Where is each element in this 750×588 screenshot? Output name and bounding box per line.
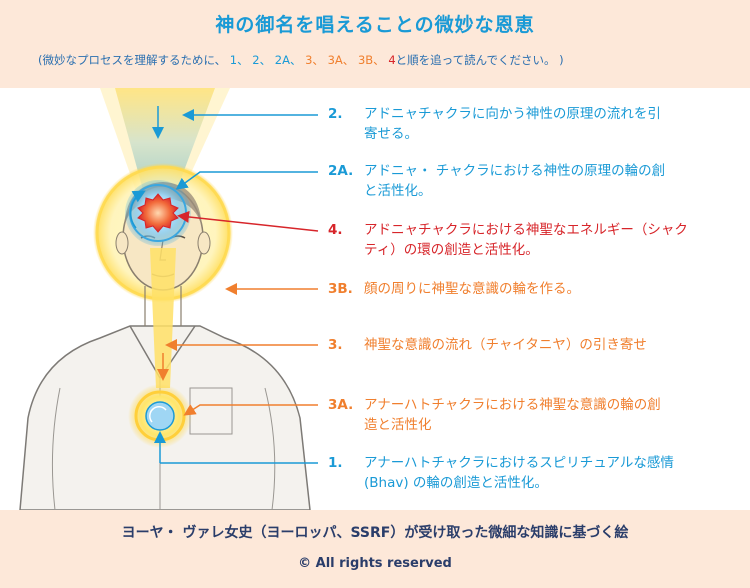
order-step-3b: 3B、: [357, 53, 385, 67]
neck: [144, 286, 182, 326]
label-step-4: 4.アドニャチャクラにおける神聖なエネルギー（シャク ティ）の環の創造と活性化。: [328, 222, 688, 258]
shakti-ring: [137, 193, 179, 233]
label-step-3: 3.神聖な意識の流れ（チャイタニヤ）の引き寄せ: [328, 337, 647, 353]
order-step-3a: 3A、: [327, 53, 355, 67]
anahat-rotation-icon: [149, 406, 167, 423]
label-step-3b: 3B.顔の周りに神聖な意識の輪を作る。: [328, 281, 580, 297]
order-step-4: 4: [388, 53, 396, 67]
leader-2a: [175, 171, 318, 190]
reading-order-note: (微妙なプロセスを理解するために、 1、 2、 2A、 3、 3A、 3B、 4…: [38, 52, 728, 68]
subtitle-close: と順を追って読んでください。 ): [395, 53, 564, 67]
chakra-illustration: [19, 88, 319, 510]
subtitle-open: (微妙なプロセスを理解するために、: [38, 53, 227, 67]
right-ear: [197, 231, 211, 255]
consciousness-flow: [150, 248, 176, 388]
header-band: [0, 0, 750, 88]
left-ear: [115, 231, 129, 255]
illustration-credit: ヨーヤ・ ヴァレ女史（ヨーロッパ、SSRF）が受け取った微細な知識に基づく絵: [121, 525, 629, 541]
label-step-2: 2.アドニャチャクラに向かう神性の原理の流れを引 寄せる。: [328, 106, 661, 142]
order-step-2a: 2A、: [274, 53, 302, 67]
left-arm-line: [51, 387, 61, 510]
copyright-notice: © All rights reserved: [298, 556, 452, 571]
footer-band: [0, 510, 750, 588]
leader-4: [177, 211, 319, 232]
page-title: 神の御名を唱えることの微妙な恩恵: [215, 14, 535, 36]
ajna-rotation-icon: [129, 190, 146, 229]
order-step-3: 3、: [305, 53, 324, 67]
leader-3a: [183, 404, 318, 416]
right-arm-line: [264, 387, 276, 510]
label-step-2a: 2A.アドニャ・ チャクラにおける神性の原理の輪の創 と活性化。: [328, 163, 666, 199]
label-step-1: 1.アナーハトチャクラにおけるスピリチュアルな感情 (Bhav) の輪の創造と活…: [328, 455, 674, 491]
order-step-2: 2、: [252, 53, 272, 67]
label-step-3a: 3A.アナーハトチャクラにおける神聖な意識の輪の創 造と活性化: [328, 397, 661, 433]
order-step-1: 1、: [229, 53, 249, 67]
